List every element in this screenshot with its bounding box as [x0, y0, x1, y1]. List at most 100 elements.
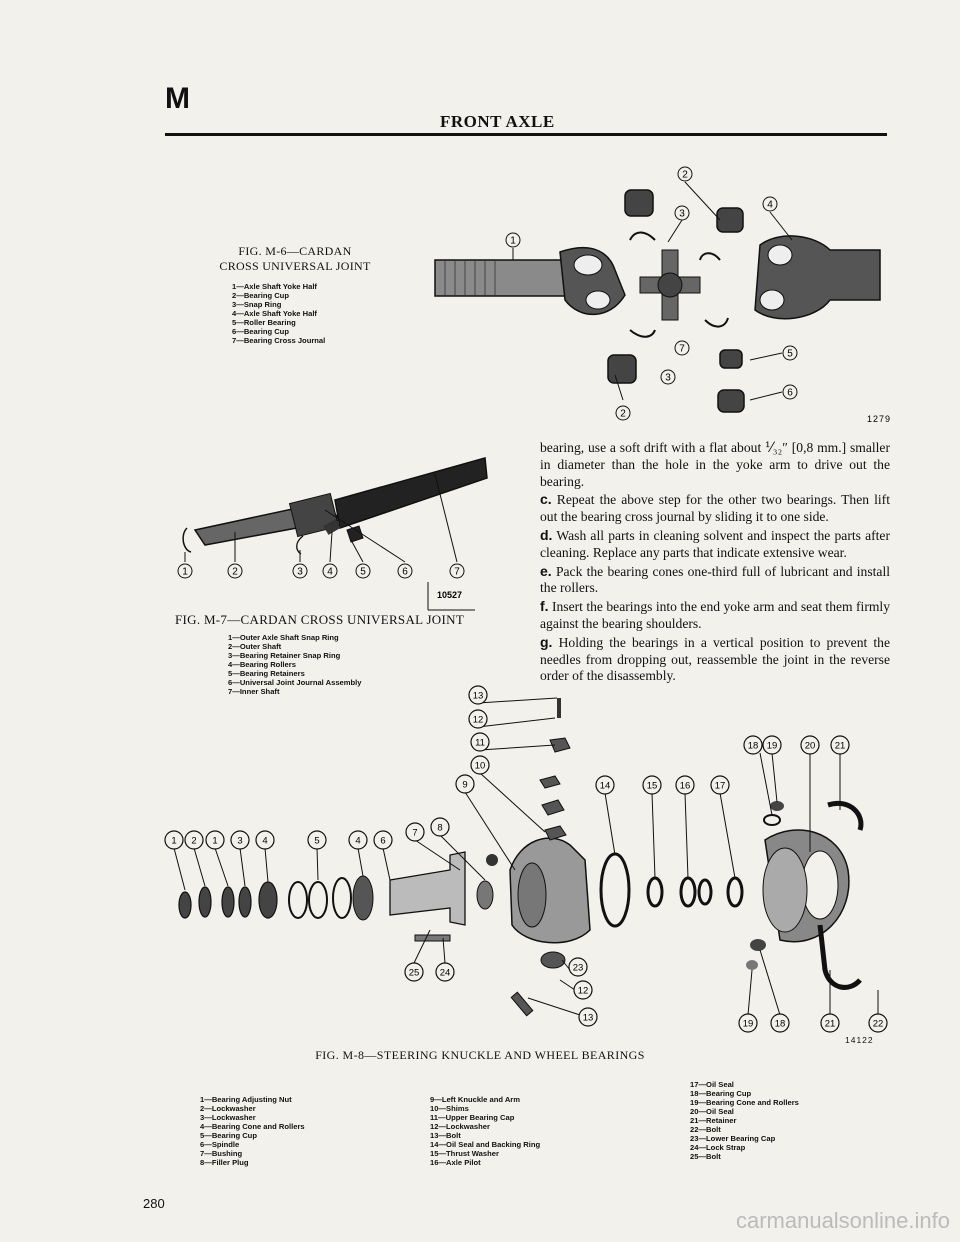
- fig7-callout: 1: [182, 567, 188, 578]
- svg-text:1: 1: [212, 836, 217, 847]
- page-title: FRONT AXLE: [440, 112, 555, 131]
- fig8-callout: 16: [675, 775, 695, 795]
- legend-item: 10—Shims: [430, 1104, 469, 1113]
- legend-item: 4—Bearing Cone and Rollers: [200, 1122, 305, 1131]
- fig8-legend-col1: 1—Bearing Adjusting Nut 2—Lockwasher 3—L…: [200, 1095, 305, 1167]
- fig8-callout: 6: [373, 830, 393, 850]
- svg-text:2: 2: [191, 836, 196, 847]
- step-label: e.: [540, 562, 552, 579]
- fig6-caption: FIG. M-6—CARDAN CROSS UNIVERSAL JOINT: [180, 244, 410, 274]
- fig8-callout: 4: [348, 830, 368, 850]
- legend-item: 2—Lockwasher: [200, 1104, 256, 1113]
- svg-text:18: 18: [748, 741, 759, 752]
- fig8-callout: 20: [800, 735, 820, 755]
- fig8-callout: 7: [405, 822, 425, 842]
- legend-item: 1—Axle Shaft Yoke Half: [232, 282, 317, 291]
- svg-text:15: 15: [647, 781, 658, 792]
- instructions-text: bearing, use a soft drift with a flat ab…: [540, 440, 890, 686]
- legend-item: 19—Bearing Cone and Rollers: [690, 1098, 799, 1107]
- step-label: d.: [540, 526, 553, 543]
- legend-item: 14—Oil Seal and Backing Ring: [430, 1140, 541, 1149]
- fig8-callout: 21: [820, 1013, 840, 1033]
- legend-item: 2—Outer Shaft: [228, 642, 282, 651]
- fig8-callout: 13: [468, 685, 488, 705]
- fig7-caption: FIG. M-7—CARDAN CROSS UNIVERSAL JOINT: [175, 612, 465, 627]
- step-label: f.: [540, 598, 549, 615]
- svg-text:4: 4: [355, 836, 360, 847]
- svg-text:14: 14: [600, 781, 611, 792]
- fig6-legend: 1—Axle Shaft Yoke Half 2—Bearing Cup 3—S…: [232, 282, 325, 345]
- svg-text:25: 25: [409, 968, 420, 979]
- svg-text:13: 13: [583, 1013, 594, 1024]
- fig7-callout: 6: [402, 567, 408, 578]
- legend-item: 2—Bearing Cup: [232, 291, 289, 300]
- legend-item: 9—Left Knuckle and Arm: [430, 1095, 521, 1104]
- legend-item: 15—Thrust Washer: [430, 1149, 499, 1158]
- legend-item: 5—Bearing Cup: [200, 1131, 257, 1140]
- svg-text:7: 7: [412, 828, 417, 839]
- svg-text:21: 21: [835, 741, 846, 752]
- legend-item: 21—Retainer: [690, 1116, 737, 1125]
- fig8-callout: 22: [868, 1013, 888, 1033]
- step-e: e. Pack the bearing cones one-third full…: [540, 563, 890, 598]
- fig8-callout: 18: [743, 735, 763, 755]
- step-text: Repeat the above step for the other two …: [540, 492, 890, 525]
- fig8-illustration: [173, 697, 879, 1017]
- fig8-callout: 23: [568, 957, 588, 977]
- svg-text:1: 1: [171, 836, 176, 847]
- legend-item: 7—Bushing: [200, 1149, 243, 1158]
- fig7-callout: 4: [327, 567, 333, 578]
- step-label: c.: [540, 491, 552, 508]
- fig8-legend-col3: 17—Oil Seal 18—Bearing Cup 19—Bearing Co…: [690, 1080, 799, 1161]
- svg-text:13: 13: [473, 691, 484, 702]
- legend-item: 13—Bolt: [430, 1131, 461, 1140]
- fig7-legend: 1—Outer Axle Shaft Snap Ring 2—Outer Sha…: [228, 633, 362, 696]
- fig8-callout: 21: [830, 735, 850, 755]
- legend-item: 24—Lock Strap: [690, 1143, 746, 1152]
- fig7-callout: 5: [360, 567, 366, 578]
- legend-item: 4—Bearing Rollers: [228, 660, 296, 669]
- fig6-figure-number: 12796: [867, 414, 890, 424]
- svg-text:17: 17: [715, 781, 726, 792]
- fig8-callout: 4: [255, 830, 275, 850]
- svg-text:19: 19: [743, 1019, 754, 1030]
- svg-text:8: 8: [437, 823, 442, 834]
- legend-item: 6—Bearing Cup: [232, 327, 289, 336]
- fig8-callout: 19: [762, 735, 782, 755]
- legend-item: 16—Axle Pilot: [430, 1158, 481, 1167]
- legend-item: 1—Bearing Adjusting Nut: [200, 1095, 292, 1104]
- svg-text:24: 24: [440, 968, 451, 979]
- step-c: c. Repeat the above step for the other t…: [540, 491, 890, 526]
- fig6-callout: 3: [665, 373, 671, 384]
- legend-item: 22—Bolt: [690, 1125, 721, 1134]
- svg-text:23: 23: [573, 963, 584, 974]
- legend-item: 5—Roller Bearing: [232, 318, 296, 327]
- svg-text:21: 21: [825, 1019, 836, 1030]
- fig7-callout: 3: [297, 567, 303, 578]
- legend-item: 5—Bearing Retainers: [228, 669, 305, 678]
- fig8-callout: 19: [738, 1013, 758, 1033]
- fig6-callout: 2: [682, 170, 688, 181]
- step-text: Insert the bearings into the end yoke ar…: [540, 599, 890, 631]
- fig8-callout: 1: [205, 830, 225, 850]
- svg-text:3: 3: [237, 836, 242, 847]
- fig8-callout: 8: [430, 817, 450, 837]
- svg-text:19: 19: [767, 741, 778, 752]
- fig8-callout: 1: [164, 830, 184, 850]
- step-g: g. Holding the bearings in a vertical po…: [540, 634, 890, 685]
- legend-item: 4—Axle Shaft Yoke Half: [232, 309, 317, 318]
- fig8-legend-col2: 9—Left Knuckle and Arm 10—Shims 11—Upper…: [430, 1095, 540, 1167]
- legend-item: 20—Oil Seal: [690, 1107, 734, 1116]
- legend-item: 17—Oil Seal: [690, 1080, 734, 1089]
- fig6-caption-line1: FIG. M-6—CARDAN: [238, 244, 352, 258]
- svg-text:16: 16: [680, 781, 691, 792]
- fig8-callout: 24: [435, 962, 455, 982]
- svg-text:10: 10: [475, 761, 486, 772]
- fig6-callout: 5: [787, 349, 793, 360]
- fig7-figure-number: 10527: [437, 590, 462, 600]
- section-letter: M: [165, 82, 190, 115]
- fig8-callout: 10: [470, 755, 490, 775]
- fig7-illustration: 1 2 3 4 5 6 7 10527: [177, 457, 488, 611]
- legend-item: 12—Lockwasher: [430, 1122, 490, 1131]
- fig6-callout: 4: [767, 200, 773, 211]
